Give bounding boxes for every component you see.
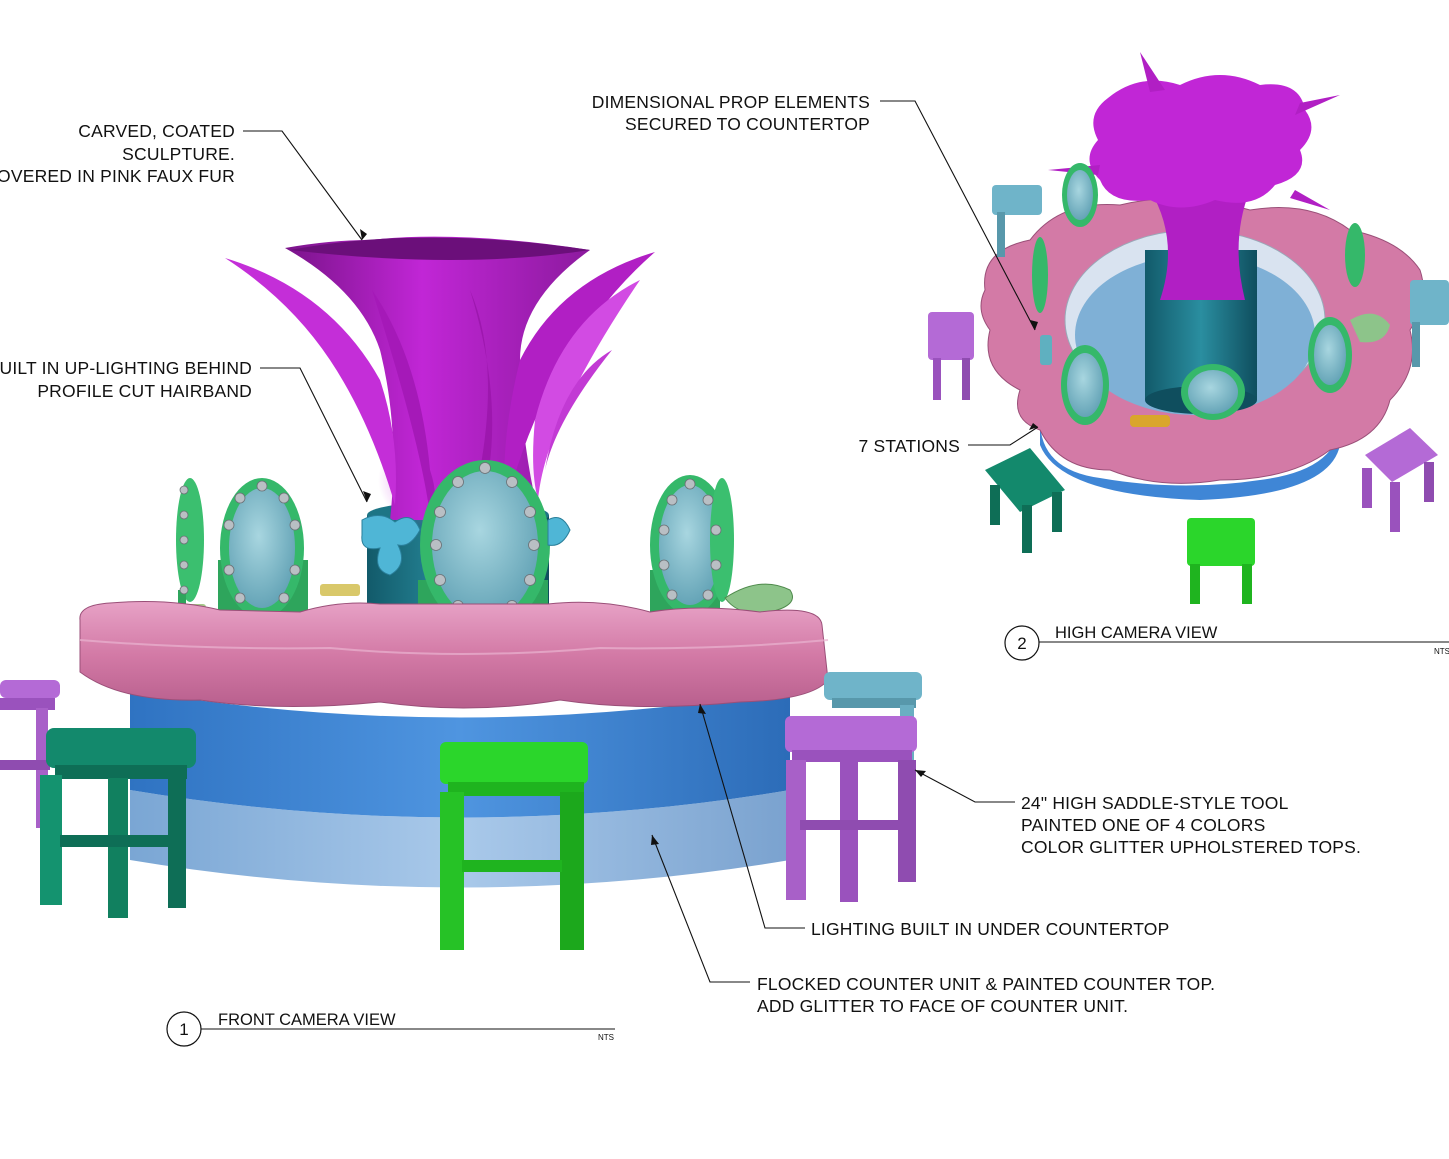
front-view-illustration	[0, 236, 922, 950]
stool-teal-left	[40, 728, 196, 918]
callout-sculpture-line1: CARVED, COATED	[78, 121, 235, 141]
callout-stool-line1: 24" HIGH SADDLE-STYLE TOOL	[1021, 793, 1289, 813]
callout-sculpture-line2: SCULPTURE.	[122, 144, 235, 164]
view-title-high: 2 HIGH CAMERA VIEW NTS	[1004, 624, 1449, 661]
view-title-front-text: FRONT CAMERA VIEW	[218, 1011, 396, 1029]
high-view-illustration	[928, 52, 1449, 604]
callout-flocked-line1: FLOCKED COUNTER UNIT & PAINTED COUNTER T…	[757, 974, 1215, 994]
hairband-flower	[361, 515, 571, 576]
callout-uplighting-line1: UILT IN UP-LIGHTING BEHIND	[0, 358, 252, 378]
high-counter-band	[1040, 420, 1340, 500]
callout-uplighting-line2: PROFILE CUT HAIRBAND	[37, 381, 252, 401]
mirror-left	[218, 478, 308, 620]
leader-lines	[243, 100, 1039, 983]
stool-green-center	[440, 742, 588, 950]
callout-stool-line3: COLOR GLITTER UPHOLSTERED TOPS.	[1021, 837, 1361, 857]
mirror-right	[650, 475, 734, 625]
callout-sculpture-line3: OVERED IN PINK FAUX FUR	[0, 166, 235, 186]
hair-sculpture	[225, 236, 655, 520]
callout-props-line2: SECURED TO COUNTERTOP	[625, 114, 870, 134]
view-number-front: 1	[179, 1020, 188, 1039]
callout-lighting: LIGHTING BUILT IN UNDER COUNTERTOP	[811, 919, 1169, 939]
callout-flocked-line2: ADD GLITTER TO FACE OF COUNTER UNIT.	[757, 996, 1128, 1016]
view-title-front: 1 FRONT CAMERA VIEW NTS	[166, 1011, 615, 1047]
high-stool-green	[1187, 518, 1255, 604]
high-stool-blue-right	[1410, 280, 1449, 367]
high-stool-purple-left	[928, 312, 974, 400]
high-stool-purple-right	[1362, 428, 1438, 532]
high-stool-teal	[985, 448, 1065, 553]
high-stool-blue-left	[992, 185, 1042, 257]
callout-stool-line2: PAINTED ONE OF 4 COLORS	[1021, 815, 1265, 835]
stool-purple-right	[785, 716, 917, 902]
high-hair-sculpture	[1048, 52, 1340, 300]
mirror-bulbs	[179, 462, 722, 626]
view-title-high-text: HIGH CAMERA VIEW	[1055, 624, 1218, 642]
high-mirrors	[1032, 163, 1390, 427]
view-scale-high: NTS	[1434, 647, 1449, 656]
view-number-high: 2	[1017, 634, 1026, 653]
callout-props-line1: DIMENSIONAL PROP ELEMENTS	[592, 92, 870, 112]
callout-stations: 7 STATIONS	[858, 436, 960, 456]
view-scale-front: NTS	[598, 1033, 614, 1042]
